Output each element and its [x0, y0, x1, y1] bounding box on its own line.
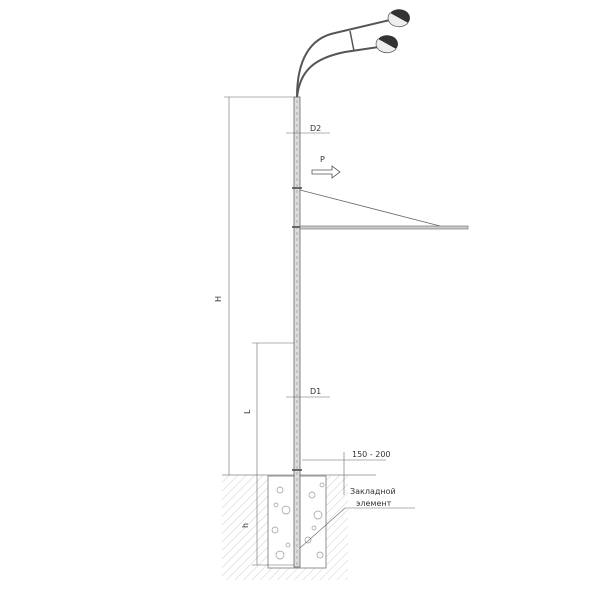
depth-label: h [241, 523, 250, 528]
height-label: H [214, 296, 223, 302]
embed-label-line1: Закладной [350, 487, 396, 496]
d2-label: D2 [310, 124, 321, 133]
dimension-lines [224, 96, 415, 566]
force-arrow-icon [311, 165, 341, 179]
lamp-upper [387, 9, 410, 28]
offset-label: 150 - 200 [352, 450, 391, 459]
d1-label: D1 [310, 387, 321, 396]
banner-arm [299, 189, 469, 230]
length-label: L [243, 409, 252, 414]
lamp-brackets [296, 19, 391, 98]
lamp-lower [375, 35, 398, 54]
soil [222, 474, 376, 580]
embed-label-line2: элемент [356, 499, 392, 508]
force-label: P [320, 155, 325, 164]
